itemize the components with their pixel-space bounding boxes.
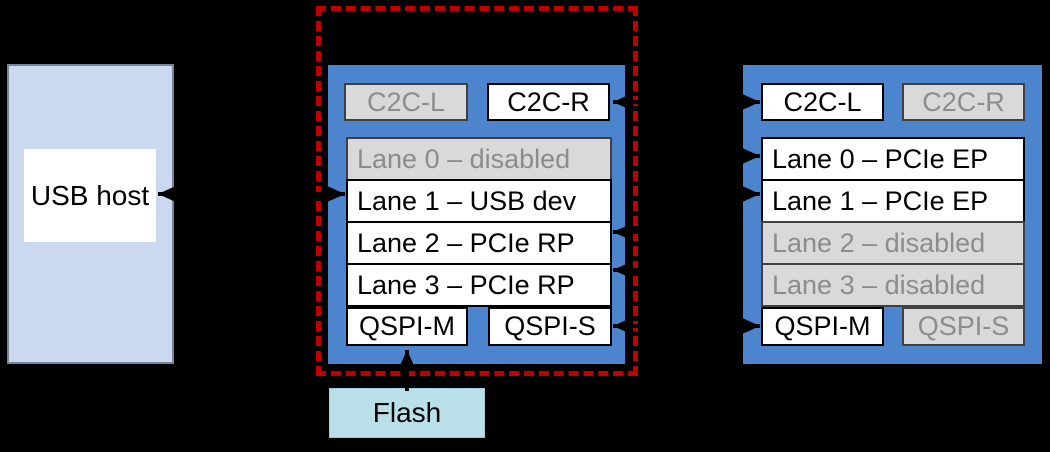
- left-soc-c2c-l: C2C-L: [344, 83, 468, 121]
- left-soc-qspi-s: QSPI-S: [488, 307, 612, 346]
- right-soc-qspi-s: QSPI-S: [902, 307, 1025, 346]
- right-soc-lane-0: Lane 0 – PCIe EP: [761, 137, 1025, 181]
- left-soc-lane-0: Lane 0 – disabled: [346, 137, 612, 181]
- left-soc-lane-stack: Lane 0 – disabled Lane 1 – USB dev Lane …: [346, 137, 612, 307]
- right-soc-lane-1: Lane 1 – PCIe EP: [761, 179, 1025, 223]
- right-soc-lane-3: Lane 3 – disabled: [761, 263, 1025, 307]
- left-soc-qspi-m: QSPI-M: [346, 307, 468, 346]
- left-soc-lane-2: Lane 2 – PCIe RP: [346, 221, 612, 265]
- right-soc-lane-2: Lane 2 – disabled: [761, 221, 1025, 265]
- usb-host-label: USB host: [24, 149, 156, 242]
- left-soc-c2c-r: C2C-R: [487, 83, 610, 121]
- right-soc-qspi-m: QSPI-M: [761, 307, 884, 346]
- flash-box: Flash: [329, 388, 485, 438]
- left-soc-lane-3: Lane 3 – PCIe RP: [346, 263, 612, 307]
- highlight-dashed-border: [316, 6, 638, 376]
- right-soc-c2c-r: C2C-R: [902, 83, 1025, 121]
- left-soc-lane-1: Lane 1 – USB dev: [346, 179, 612, 223]
- right-soc-c2c-l: C2C-L: [761, 83, 884, 121]
- right-soc-lane-stack: Lane 0 – PCIe EP Lane 1 – PCIe EP Lane 2…: [761, 137, 1025, 307]
